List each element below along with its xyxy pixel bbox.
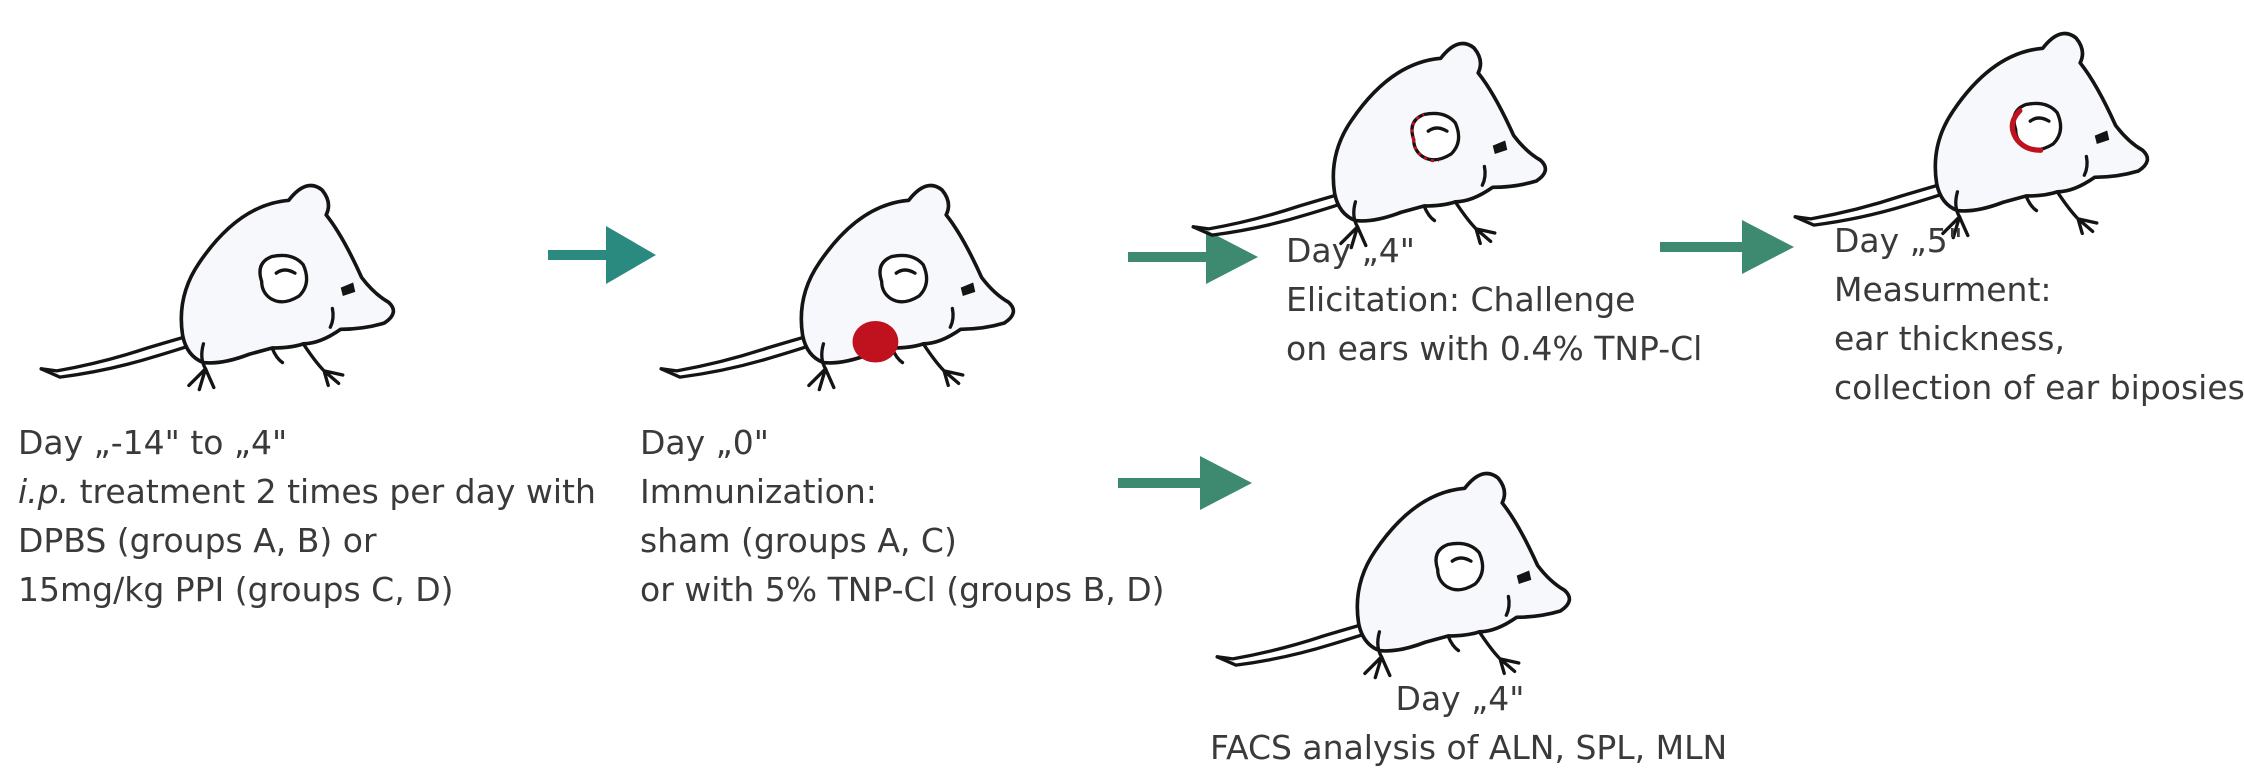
mouse-measurement-icon (1793, 31, 2150, 240)
immunization-step-label: Day „0" Immunization: sham (groups A, C)… (640, 418, 1165, 614)
elicitation-day: Day „4" (1286, 231, 1415, 270)
measurement-ear-thickness: ear thickness, (1834, 319, 2065, 358)
facs-step-label: Day „4" FACS analysis of ALN, SPL, MLN (1210, 674, 1728, 772)
immunization-tnp-groups: or with 5% TNP-Cl (groups B, D) (640, 570, 1165, 609)
swollen-ear-outline-icon (2009, 108, 2044, 153)
mouse-treatment-icon (39, 183, 396, 392)
treatment-ppi-groups: 15mg/kg PPI (groups C, D) (18, 570, 454, 609)
elicitation-title: Elicitation: Challenge (1286, 280, 1636, 319)
facs-description: FACS analysis of ALN, SPL, MLN (1210, 728, 1728, 767)
treatment-step-label: Day „-14" to „4" i.p. treatment 2 times … (18, 418, 596, 614)
treatment-day-range: Day „-14" to „4" (18, 423, 288, 462)
treatment-control-groups: DPBS (groups A, B) or (18, 521, 377, 560)
measurement-step-label: Day „5" Measurment: ear thickness, colle… (1834, 216, 2244, 412)
immunization-site-mark-icon (852, 320, 899, 363)
elicitation-step-label: Day „4" Elicitation: Challenge on ears w… (1286, 226, 1702, 373)
measurement-title: Measurment: (1834, 270, 2052, 309)
treatment-description: i.p. treatment 2 times per day with (18, 467, 596, 516)
immunization-sham-groups: sham (groups A, C) (640, 521, 957, 560)
treatment-route: i.p. (18, 472, 70, 511)
mouse-facs-icon (1215, 471, 1572, 680)
arrow-immunization-to-facs-icon (1118, 456, 1252, 510)
measurement-day: Day „5" (1834, 221, 1963, 260)
arrow-elicitation-to-measurement-icon (1660, 220, 1794, 274)
mouse-elicitation-icon (1191, 41, 1548, 250)
arrow-immunization-to-elicitation-icon (1128, 230, 1258, 284)
immunization-title: Immunization: (640, 472, 877, 511)
challenged-ear-outline-icon (1410, 113, 1440, 163)
mouse-immunization-icon (659, 183, 1016, 392)
elicitation-detail: on ears with 0.4% TNP-Cl (1286, 329, 1703, 368)
immunization-day: Day „0" (640, 423, 769, 462)
arrow-treatment-to-immunization-icon (548, 226, 656, 284)
facs-day: Day „4" (1395, 679, 1525, 718)
treatment-frequency: treatment 2 times per day with (69, 472, 596, 511)
measurement-biopsies: collection of ear biposies (1834, 368, 2244, 407)
